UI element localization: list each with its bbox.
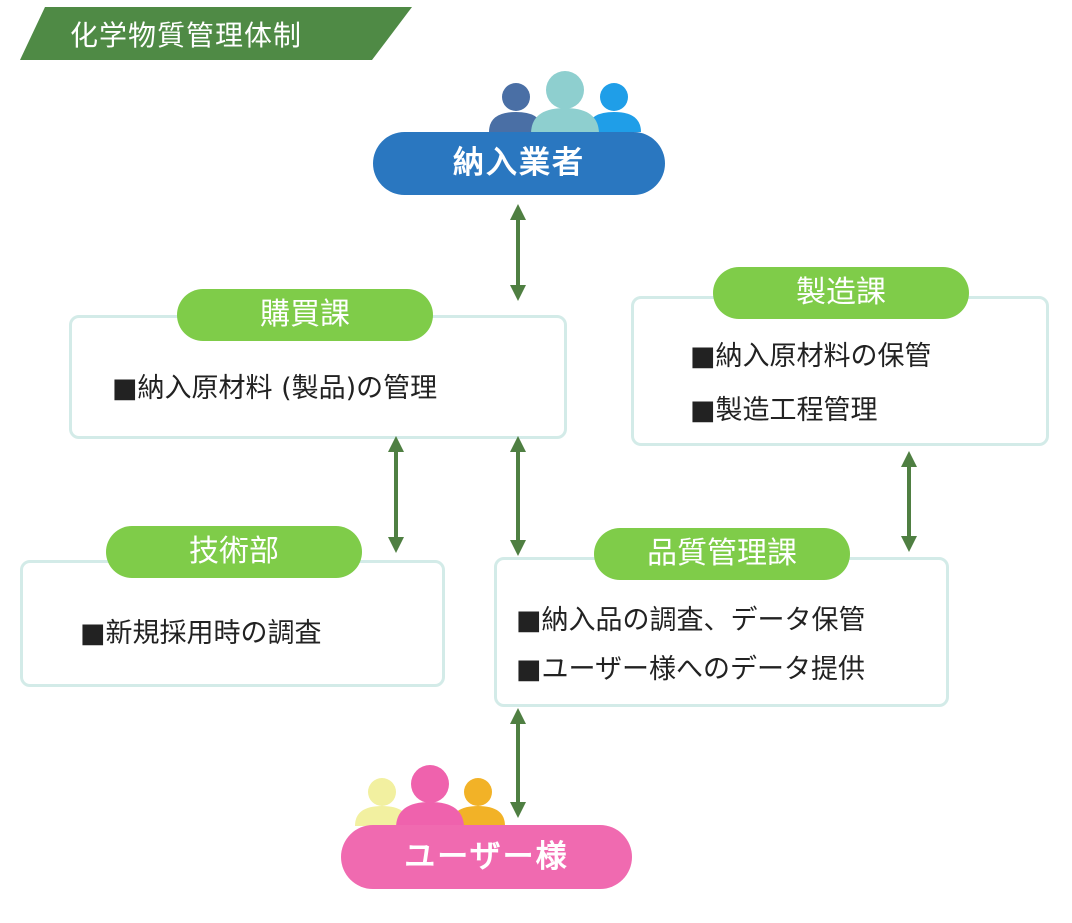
quality-label: 品質管理課 xyxy=(647,536,797,571)
purchasing-label: 購買課 xyxy=(260,297,350,332)
technical-pill: 技術部 xyxy=(106,526,362,578)
manufacturing-item-process: ■製造工程管理 xyxy=(690,395,878,426)
quality-box xyxy=(494,557,949,707)
purchasing-item: ■納入原材料 (製品)の管理 xyxy=(112,373,438,404)
quality-item-provision: ■ユーザー様へのデータ提供 xyxy=(516,654,865,685)
purchasing-pill: 購買課 xyxy=(177,289,433,341)
technical-item: ■新規採用時の調査 xyxy=(80,618,322,649)
technical-label: 技術部 xyxy=(189,534,279,569)
quality-item-survey: ■納入品の調査、データ保管 xyxy=(516,605,866,636)
user-label: ユーザー様 xyxy=(404,839,569,875)
vendor-label: 納入業者 xyxy=(453,145,585,181)
diagram-title: 化学物質管理体制 xyxy=(70,19,303,52)
manufacturing-box xyxy=(631,296,1049,446)
user-pill: ユーザー様 xyxy=(341,825,632,889)
vendor-pill: 納入業者 xyxy=(373,132,665,195)
manufacturing-pill: 製造課 xyxy=(713,267,969,319)
manufacturing-item-storage: ■納入原材料の保管 xyxy=(690,341,932,372)
quality-pill: 品質管理課 xyxy=(594,528,850,580)
manufacturing-label: 製造課 xyxy=(796,275,886,310)
